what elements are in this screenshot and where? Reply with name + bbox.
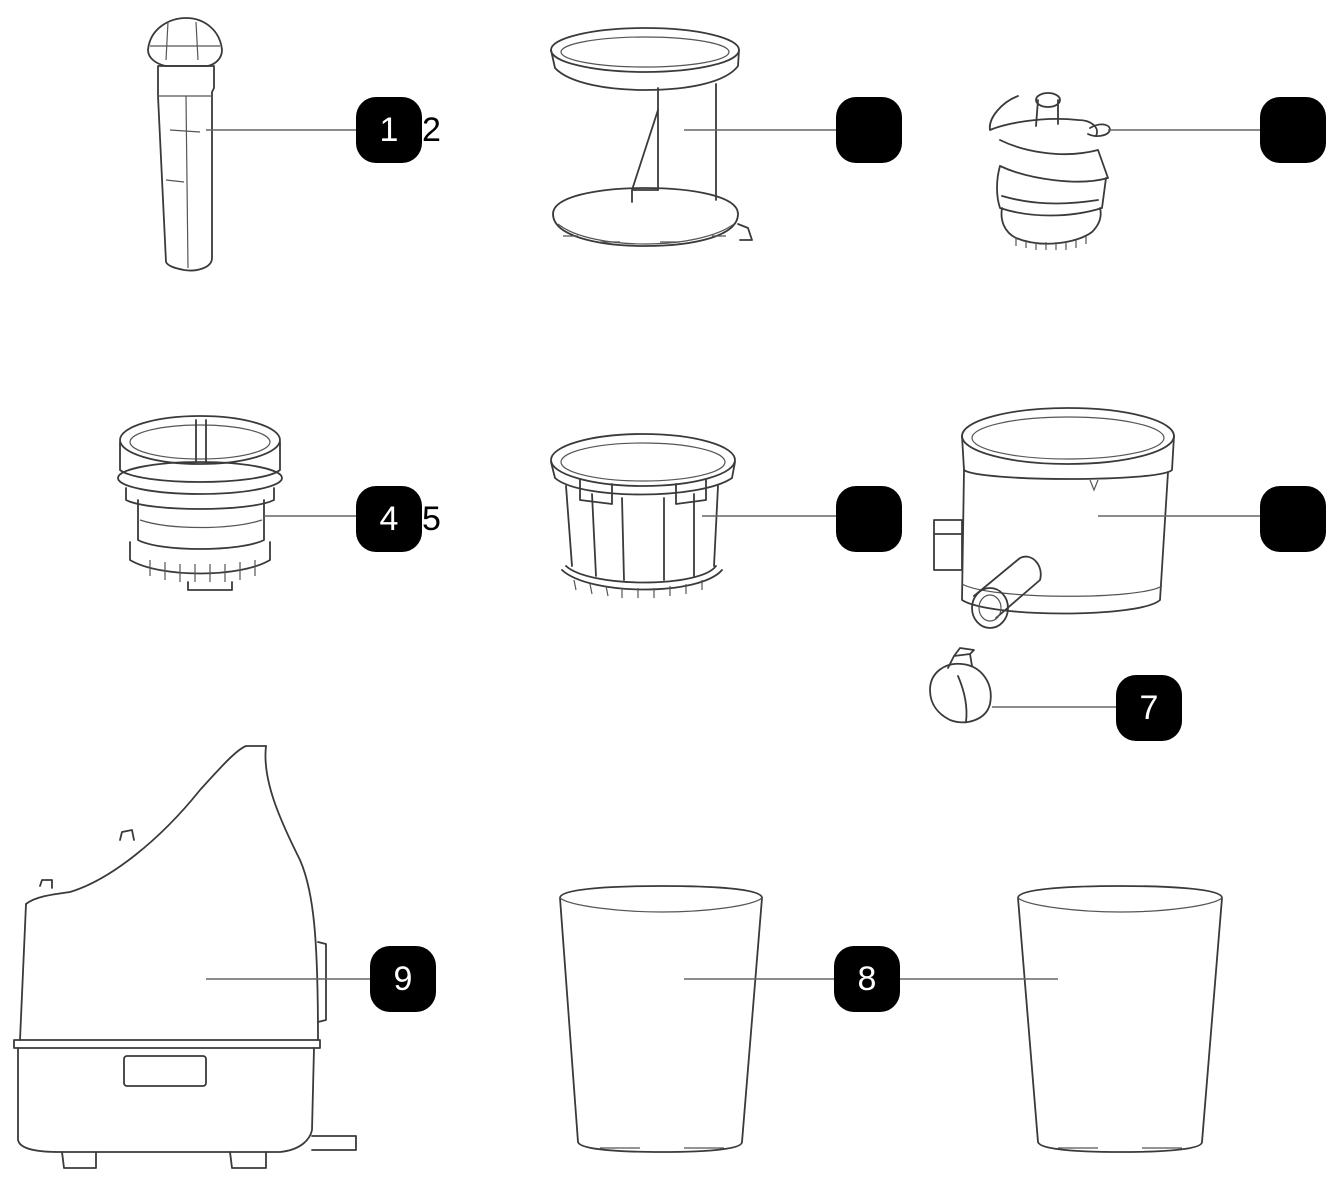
callout-badge-8: 8 — [834, 946, 900, 1012]
motor-base-illustration — [13, 745, 370, 1169]
auger-illustration — [989, 92, 1260, 250]
callout-number: 1 — [379, 110, 399, 149]
callout-number: 7 — [1139, 688, 1159, 727]
callout-badge-7: 7 — [1116, 675, 1182, 741]
callout-number: 4 — [379, 499, 399, 538]
callout-badge-1: 1 — [356, 97, 422, 163]
callout-badge-3 — [1260, 97, 1326, 163]
pusher-illustration — [147, 17, 360, 272]
cups-illustration — [559, 885, 1223, 1153]
callout-badge-5 — [836, 486, 902, 552]
callout-fragment: 5 — [422, 500, 441, 538]
juicing-bowl-illustration — [933, 407, 1260, 629]
juice-cap-illustration — [929, 647, 1116, 724]
callout-number: 8 — [857, 959, 877, 998]
callout-badge-9: 9 — [370, 946, 436, 1012]
callout-number: 9 — [393, 959, 413, 998]
callout-badge-6 — [1260, 486, 1326, 552]
callout-badge-2 — [836, 97, 902, 163]
brush-holder-illustration — [550, 433, 836, 598]
hopper-lid-illustration — [550, 27, 836, 247]
callout-fragment: 2 — [422, 111, 441, 149]
strainer-illustration — [117, 415, 360, 591]
callout-badge-4: 4 — [356, 486, 422, 552]
